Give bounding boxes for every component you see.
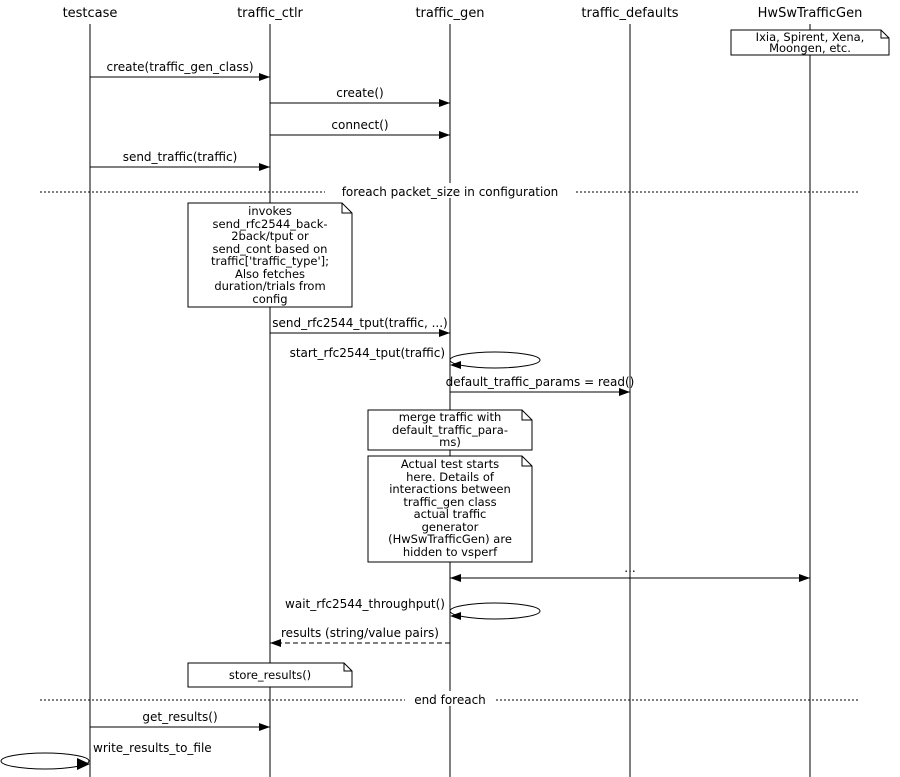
message-wait-label: wait_rfc2544_throughput() [285, 597, 445, 611]
header-traffic-ctlr: traffic_ctlr [237, 6, 303, 21]
note-line: Moongen, etc. [769, 41, 851, 55]
note-line: default_traffic_para- [392, 423, 508, 437]
note-merge [367, 409, 533, 451]
note-store-results [187, 662, 353, 688]
note-line: (HwSwTrafficGen) are [388, 532, 512, 546]
divider-foreach-label: foreach packet_size in configuration [342, 185, 559, 199]
note-line: invokes [248, 204, 292, 218]
header-hwswtrafficgen: HwSwTrafficGen [758, 6, 863, 21]
note-line: Also fetches [235, 267, 305, 281]
arrowhead-icon [799, 574, 810, 582]
note-line: generator [422, 520, 479, 534]
note-fold-icon [521, 456, 532, 467]
message-default-params-label: default_traffic_params = read() [446, 375, 635, 389]
divider-end-foreach-label: end foreach [414, 693, 486, 707]
note-line: here. Details of [406, 470, 495, 484]
note-fold-icon [880, 30, 889, 39]
self-call-loop-wait [449, 602, 541, 620]
note-line: config [252, 292, 287, 306]
message-ellipsis-label: ... [624, 561, 635, 575]
note-line: merge traffic with [399, 410, 502, 424]
divider-end-foreach-mask [405, 691, 495, 706]
note-line: ms) [439, 435, 461, 449]
header-traffic-gen: traffic_gen [415, 6, 484, 21]
self-call-loop-start-rfc2544 [449, 351, 541, 369]
message-get-results-label: get_results() [142, 710, 217, 724]
note-line: send_rfc2544_back- [213, 217, 328, 231]
note-line: interactions between [389, 482, 511, 496]
message-create-class-label: create(traffic_gen_class) [106, 60, 253, 74]
note-line: actual traffic [414, 507, 487, 521]
arrowhead-icon [619, 388, 630, 396]
arrowhead-icon [450, 574, 461, 582]
note-invokes [187, 202, 353, 308]
arrowhead-icon [450, 612, 461, 620]
note-actual-test [367, 455, 533, 563]
note-line: Actual test starts [401, 457, 499, 471]
arrowhead-icon [259, 723, 270, 731]
arrowhead-icon [77, 758, 90, 770]
note-hwsw-examples [730, 29, 890, 56]
note-line: traffic_gen class [403, 495, 496, 509]
note-line: duration/trials from [214, 279, 325, 293]
header-testcase: testcase [63, 6, 118, 21]
note-line: send_cont based on [213, 242, 328, 256]
message-results-label: results (string/value pairs) [281, 626, 439, 640]
self-call-loop-write-results [0, 752, 90, 770]
note-fold-icon [341, 203, 352, 214]
message-send-rfc2544-tput-label: send_rfc2544_tput(traffic, ...) [272, 316, 447, 330]
divider-foreach-mask [325, 183, 575, 198]
note-line: store_results() [229, 668, 311, 682]
arrowhead-icon [450, 361, 461, 369]
message-write-results-label: write_results_to_file [93, 741, 212, 755]
note-line: hidden to vsperf [403, 545, 498, 559]
message-send-traffic-label: send_traffic(traffic) [123, 150, 238, 164]
header-traffic-defaults: traffic_defaults [581, 6, 678, 21]
arrowhead-icon [439, 131, 450, 139]
message-create-label: create() [336, 86, 383, 100]
message-connect-label: connect() [331, 118, 388, 132]
note-fold-icon [521, 410, 532, 421]
arrowhead-icon [259, 73, 270, 81]
arrowhead-icon [270, 639, 281, 647]
arrowhead-icon [439, 329, 450, 337]
arrowhead-icon [259, 163, 270, 171]
note-fold-icon [343, 663, 352, 672]
note-line: 2back/tput or [231, 229, 309, 243]
message-start-rfc2544-tput-label: start_rfc2544_tput(traffic) [290, 346, 445, 360]
arrowhead-icon [439, 99, 450, 107]
note-line: Ixia, Spirent, Xena, [756, 30, 865, 44]
note-line: traffic['traffic_type']; [211, 254, 329, 268]
